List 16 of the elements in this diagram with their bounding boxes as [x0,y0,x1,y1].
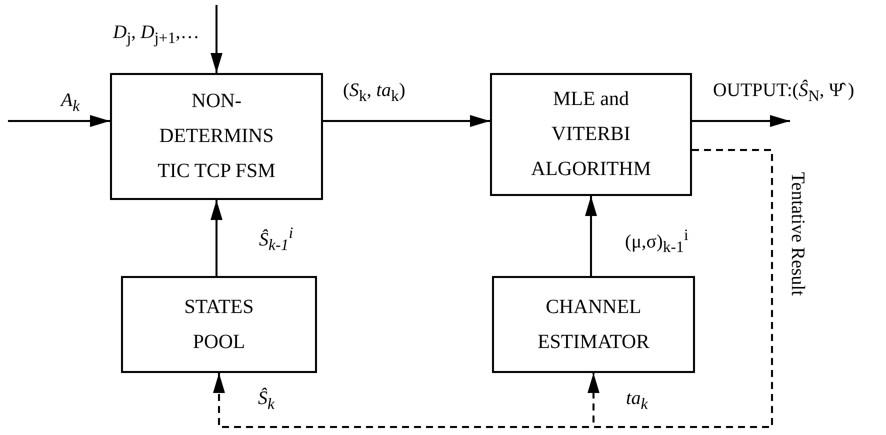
arrow [585,196,597,276]
box-label: NON- DETERMINS TIC TCP FSM [156,89,276,184]
arrow [8,115,110,127]
arrow [588,149,773,428]
box-label: CHANNEL ESTIMATOR [536,294,650,354]
process-box [121,276,317,373]
box-label: STATES POOL [183,294,255,354]
process-box [490,73,692,196]
arrow [323,115,490,127]
arrow [692,115,790,127]
arrow [210,200,222,276]
process-box [492,276,695,373]
box-label: MLE and VITERBI ALGORITHM [530,87,652,182]
line-label: Tentative Result [786,172,808,296]
process-box [110,73,323,200]
arrow [210,5,222,73]
